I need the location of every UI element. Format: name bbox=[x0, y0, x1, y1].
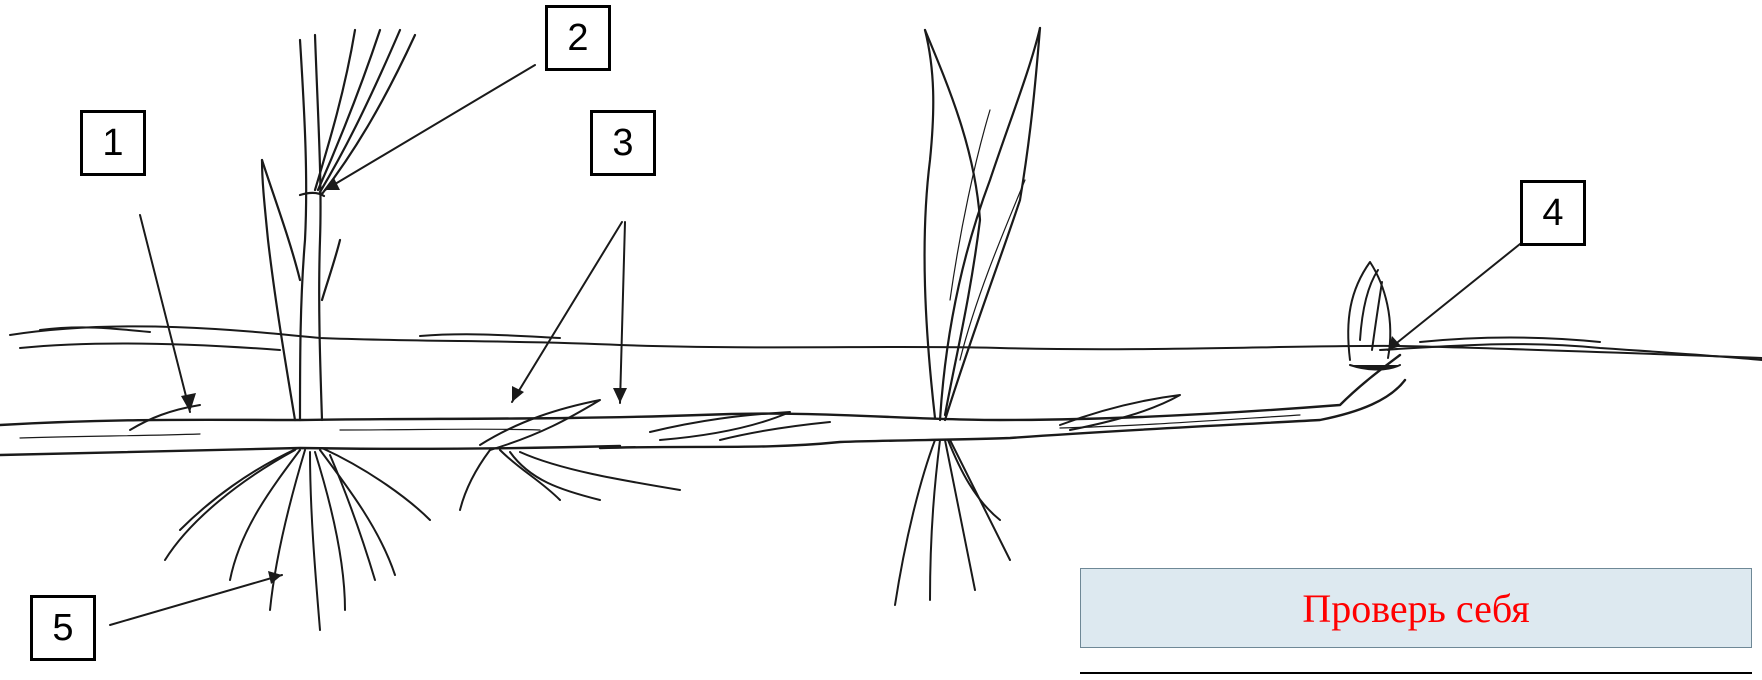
terminal-bud bbox=[1348, 262, 1400, 370]
adventitious-roots bbox=[165, 440, 1010, 630]
aerial-shoot-right bbox=[925, 28, 1040, 420]
label-5: 5 bbox=[30, 595, 96, 661]
check-yourself-button[interactable]: Проверь себя bbox=[1080, 568, 1752, 648]
soil-surface bbox=[10, 326, 1762, 360]
divider bbox=[1080, 672, 1752, 674]
label-1: 1 bbox=[80, 110, 146, 176]
rhizome-scale-leaves bbox=[130, 395, 1180, 450]
label-4: 4 bbox=[1520, 180, 1586, 246]
label-3: 3 bbox=[590, 110, 656, 176]
label-2: 2 bbox=[545, 5, 611, 71]
rhizome bbox=[0, 355, 1405, 455]
leader-lines bbox=[110, 65, 1525, 625]
aerial-shoot-left bbox=[262, 30, 415, 420]
arrowheads bbox=[181, 178, 1401, 584]
